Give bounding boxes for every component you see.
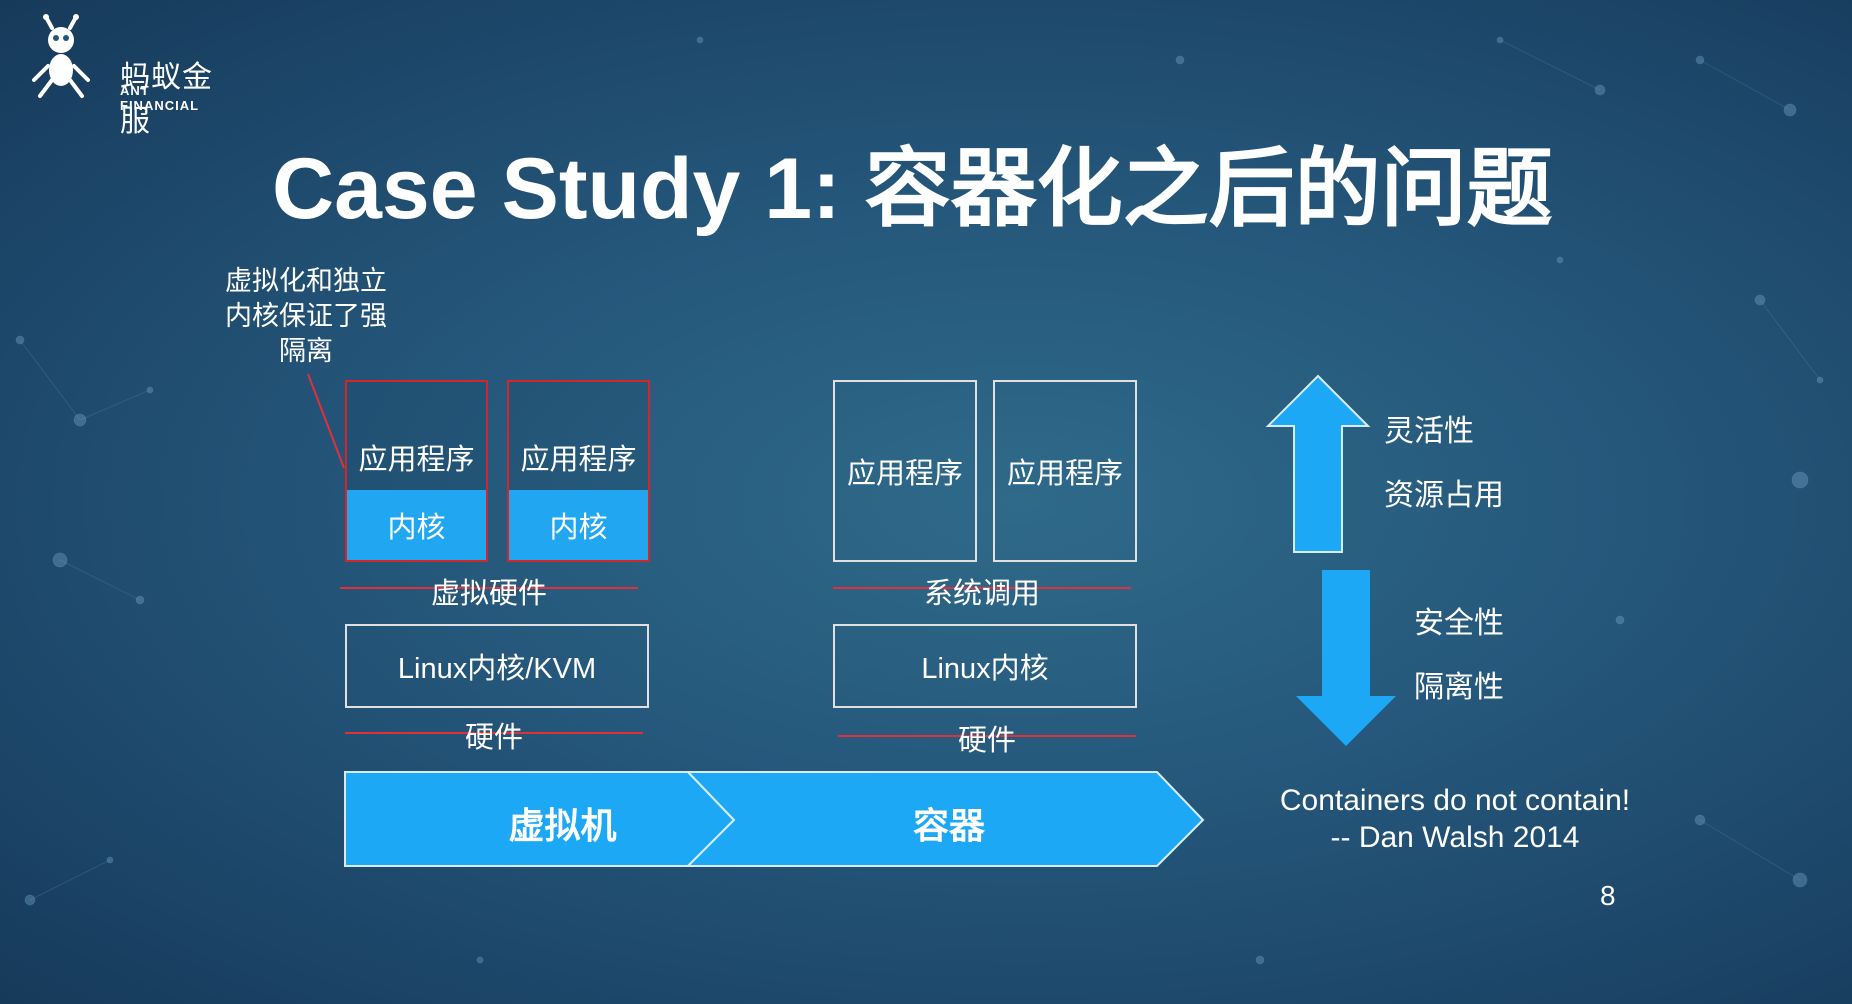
logo-name-cn: 蚂蚁金服 bbox=[120, 61, 213, 138]
vm-app-label-1: 应用程序 bbox=[358, 444, 475, 476]
down-arrow bbox=[1296, 570, 1396, 746]
vm-virtual-hardware-label: 虚拟硬件 bbox=[430, 578, 547, 610]
down-label-isolation: 隔离性 bbox=[1414, 671, 1504, 704]
quote-line-1: Containers do not contain! bbox=[1279, 784, 1631, 817]
annotation-line-3: 隔离 bbox=[279, 336, 333, 366]
slide-title: Case Study 1: 容器化之后的问题 bbox=[272, 141, 1553, 237]
container-app-box-2: 应用程序 bbox=[993, 380, 1137, 562]
container-chevron bbox=[685, 771, 1205, 867]
ant-icon bbox=[32, 14, 90, 98]
vm-hardware-line bbox=[345, 732, 643, 734]
logo-name-en: ANT FINANCIAL bbox=[120, 83, 200, 113]
container-hardware-label: 硬件 bbox=[957, 725, 1016, 757]
vm-hardware-label: 硬件 bbox=[464, 722, 523, 754]
container-host-kernel-box: Linux内核 bbox=[833, 624, 1137, 708]
container-syscall-line bbox=[833, 587, 1131, 589]
vm-kernel-box-2: 内核 bbox=[509, 490, 648, 560]
quote: Containers do not contain! -- Dan Walsh … bbox=[1260, 782, 1650, 856]
page-number: 8 bbox=[1600, 880, 1616, 911]
ant-financial-logo: 蚂蚁金服 ANT FINANCIAL bbox=[28, 14, 218, 138]
down-label-security: 安全性 bbox=[1414, 607, 1504, 640]
container-syscall-label: 系统调用 bbox=[923, 578, 1040, 610]
up-arrow bbox=[1265, 374, 1371, 553]
vm-host-kernel-box: Linux内核/KVM bbox=[345, 624, 649, 708]
container-hardware-line bbox=[838, 735, 1136, 737]
container-chevron-label: 容器 bbox=[912, 805, 985, 846]
annotation-line-2: 内核保证了强 bbox=[225, 301, 387, 331]
vm-virtual-hardware-line bbox=[340, 587, 638, 589]
vm-kernel-box-1: 内核 bbox=[347, 490, 486, 560]
vm-app-label-2: 应用程序 bbox=[520, 444, 637, 476]
vm-chevron-label: 虚拟机 bbox=[508, 805, 617, 846]
up-label-flexibility: 灵活性 bbox=[1384, 415, 1474, 448]
container-app-box-1: 应用程序 bbox=[833, 380, 977, 562]
quote-line-2: -- Dan Walsh 2014 bbox=[1330, 821, 1580, 854]
isolation-annotation: 虚拟化和独立 内核保证了强 隔离 bbox=[214, 264, 398, 369]
up-label-resource-usage: 资源占用 bbox=[1384, 479, 1504, 512]
annotation-line-1: 虚拟化和独立 bbox=[225, 266, 387, 296]
